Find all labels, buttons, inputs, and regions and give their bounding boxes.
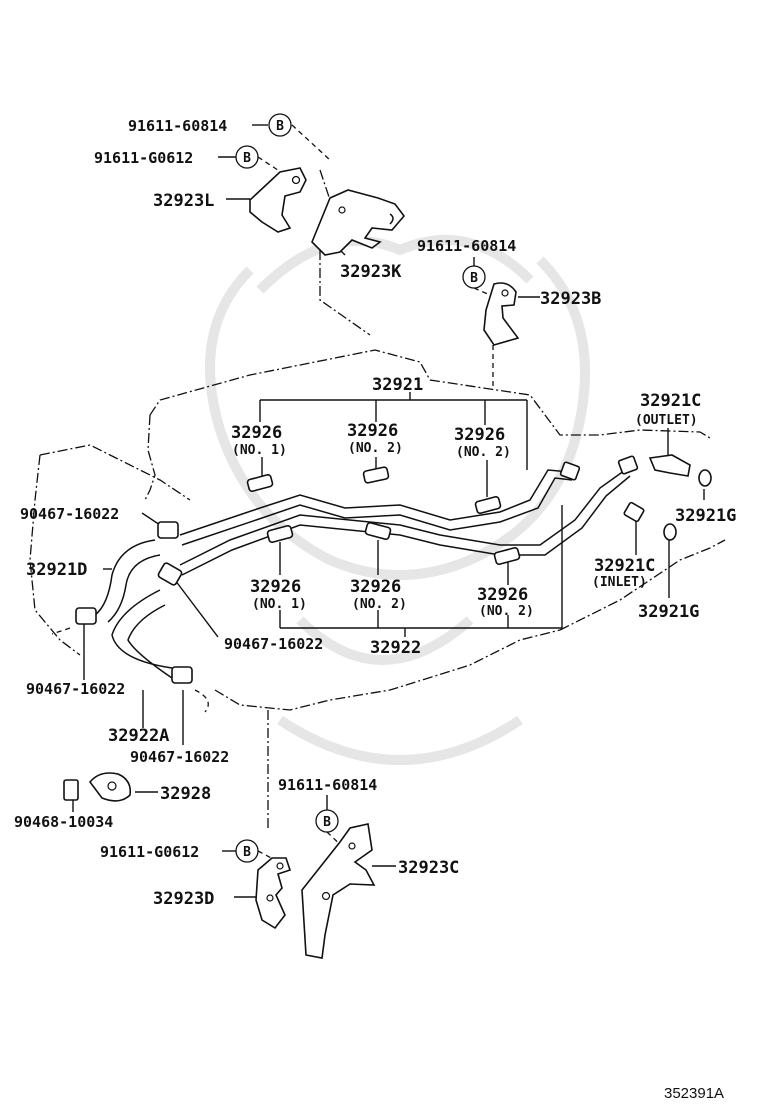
label-32926-a: 32926	[231, 423, 282, 443]
label-32921: 32921	[372, 375, 423, 395]
label-91611-60814-bot: 91611-60814	[278, 776, 377, 794]
label-no1-a: (NO. 1)	[232, 443, 287, 458]
bracket-32923B	[483, 282, 520, 346]
svg-text:B: B	[470, 271, 478, 286]
label-32921g-top: 32921G	[675, 506, 736, 526]
callout-b-4: B	[315, 809, 339, 833]
bracket-32923D	[255, 857, 292, 930]
label-outlet: (OUTLET)	[635, 413, 698, 428]
label-no2-f: (NO. 2)	[479, 604, 534, 619]
label-no2-b: (NO. 2)	[348, 441, 403, 456]
transmission-outline	[29, 169, 726, 830]
label-90468-10034: 90468-10034	[14, 813, 113, 831]
label-no2-e: (NO. 2)	[352, 597, 407, 612]
watermark	[205, 235, 590, 765]
label-32922: 32922	[370, 638, 421, 658]
label-no2-c: (NO. 2)	[456, 445, 511, 460]
label-91611-60814-top: 91611-60814	[128, 117, 227, 135]
label-inlet: (INLET)	[592, 575, 647, 590]
callout-b-5: B	[235, 839, 259, 863]
label-32923k: 32923K	[340, 262, 402, 282]
callout-b-3: B	[462, 265, 486, 289]
tube-32922	[179, 467, 631, 576]
label-32923d: 32923D	[153, 889, 214, 909]
label-32921c-outlet: 32921C	[640, 391, 701, 411]
callout-b-1: B	[268, 113, 292, 137]
part-labels: 91611-60814 91611-G0612 32923L 32923K 91…	[14, 117, 736, 1102]
tube-32921	[179, 469, 573, 546]
label-32928: 32928	[160, 784, 211, 804]
label-90467-16022-mid: 90467-16022	[224, 635, 323, 653]
fittings	[559, 454, 712, 541]
label-32923c: 32923C	[398, 858, 459, 878]
label-32926-d: 32926	[250, 577, 301, 597]
svg-text:B: B	[243, 845, 251, 860]
grommets	[246, 466, 521, 566]
label-32921g-bot: 32921G	[638, 602, 699, 622]
svg-text:B: B	[276, 119, 284, 134]
diagram-code: 352391A	[664, 1085, 724, 1102]
label-91611-g0612-top: 91611-G0612	[94, 149, 193, 167]
label-90467-16022-bot: 90467-16022	[130, 748, 229, 766]
clamps	[75, 521, 193, 684]
label-32923l: 32923L	[153, 191, 214, 211]
part-32928	[88, 772, 132, 802]
bracket-32923C	[301, 823, 376, 959]
label-32926-f: 32926	[477, 585, 528, 605]
leader-lines	[72, 124, 705, 898]
bracket-32923L	[249, 167, 307, 233]
label-32926-c: 32926	[454, 425, 505, 445]
label-91611-g0612-bot: 91611-G0612	[100, 843, 199, 861]
label-90467-16022-top: 90467-16022	[20, 505, 119, 523]
svg-text:B: B	[323, 815, 331, 830]
label-32921d: 32921D	[26, 560, 87, 580]
label-32926-e: 32926	[350, 577, 401, 597]
label-90467-16022-left: 90467-16022	[26, 680, 125, 698]
label-32923b: 32923B	[540, 289, 601, 309]
hose-32922A	[51, 589, 209, 713]
hose-32921D	[94, 539, 161, 623]
svg-text:B: B	[243, 151, 251, 166]
clip-90468	[63, 779, 79, 801]
label-91611-60814-right: 91611-60814	[417, 237, 516, 255]
label-32926-b: 32926	[347, 421, 398, 441]
bracket-32923K	[311, 189, 406, 256]
label-no1-d: (NO. 1)	[252, 597, 307, 612]
callout-b-2: B	[235, 145, 259, 169]
label-32922a: 32922A	[108, 726, 169, 746]
label-32921c-inlet: 32921C	[594, 556, 655, 576]
